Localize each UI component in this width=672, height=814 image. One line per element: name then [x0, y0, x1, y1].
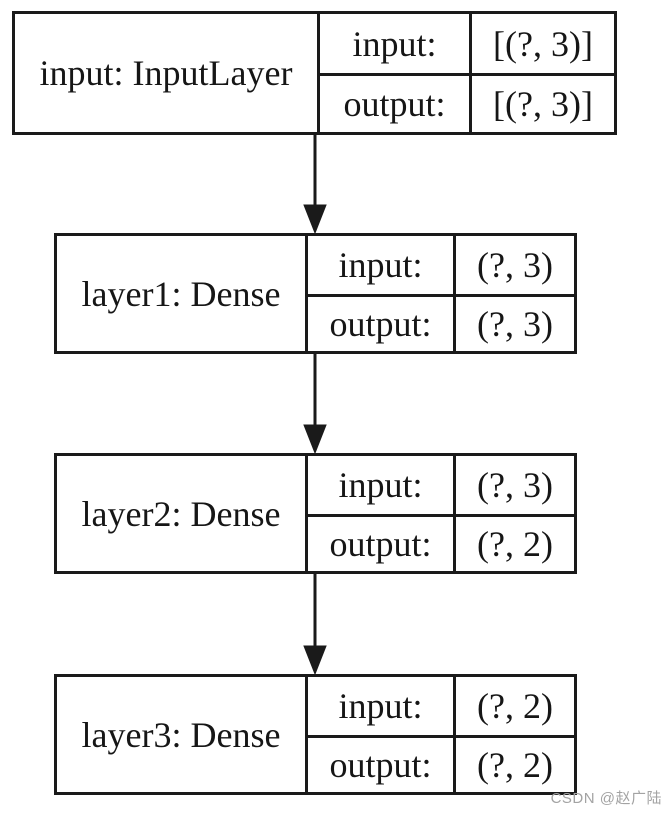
layer-node-layer1: layer1: Dense input: (?, 3) output: (?, …	[54, 233, 577, 354]
output-label: output:	[305, 734, 453, 792]
csdn-watermark: CSDN @赵广陆	[550, 790, 662, 807]
input-label: input:	[305, 677, 453, 735]
output-shape: (?, 2)	[453, 513, 574, 571]
input-shape: (?, 3)	[453, 236, 574, 294]
output-shape: [(?, 3)]	[469, 73, 614, 132]
output-label: output:	[305, 293, 453, 351]
edge-layer2-layer3	[303, 574, 327, 676]
layer-name: layer1: Dense	[81, 273, 281, 314]
input-label: input:	[305, 456, 453, 514]
layer-name: layer2: Dense	[81, 493, 281, 534]
layer-name: input: InputLayer	[39, 53, 293, 93]
output-label: output:	[317, 73, 469, 132]
layer-name: layer3: Dense	[81, 714, 281, 755]
edge-input-layer1	[303, 135, 327, 235]
input-shape: (?, 3)	[453, 456, 574, 514]
edge-layer1-layer2	[303, 354, 327, 455]
layer-node-layer3: layer3: Dense input: (?, 2) output: (?, …	[54, 674, 577, 795]
output-shape: (?, 2)	[453, 734, 574, 792]
layer-node-layer2: layer2: Dense input: (?, 3) output: (?, …	[54, 453, 577, 574]
input-label: input:	[317, 14, 469, 73]
input-label: input:	[305, 236, 453, 294]
layer-node-input: input: InputLayer input: [(?, 3)] output…	[12, 11, 617, 135]
input-shape: (?, 2)	[453, 677, 574, 735]
output-shape: (?, 3)	[453, 293, 574, 351]
output-label: output:	[305, 513, 453, 571]
input-shape: [(?, 3)]	[469, 14, 614, 73]
